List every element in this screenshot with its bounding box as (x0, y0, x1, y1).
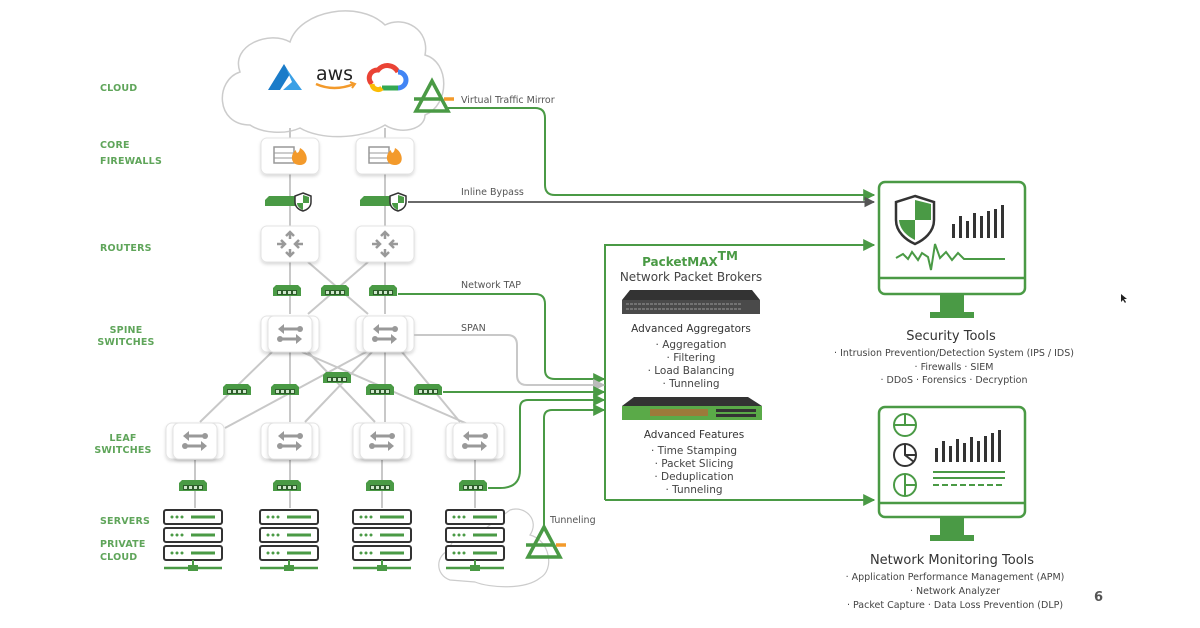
tier-label-private: PRIVATE (100, 539, 146, 550)
inline-bypass-label: Inline Bypass (461, 187, 524, 198)
tunneling-label: Tunneling (549, 515, 596, 526)
network-tap-icon (273, 285, 301, 296)
router-2 (355, 225, 415, 263)
router-1 (260, 225, 320, 263)
monitoring-tools-item: · Packet Capture · Data Loss Prevention … (847, 600, 1063, 611)
span-label: SPAN (461, 323, 486, 334)
features-item: · Tunneling (665, 484, 722, 496)
tier-label-private-cloud: CLOUD (100, 552, 137, 563)
aggregators-item: · Filtering (667, 352, 716, 364)
topology-links (194, 128, 476, 508)
leaf-switch-2 (260, 423, 320, 459)
security-tools-title: Security Tools (906, 329, 996, 344)
features-item: · Deduplication (654, 471, 733, 483)
security-tools-monitor (877, 180, 1027, 318)
shield-icon (894, 194, 936, 246)
tier-label-cloud: CLOUD (100, 83, 137, 94)
network-tap-icon (323, 372, 351, 383)
spine-switch-2 (355, 316, 415, 352)
pulse-line-icon (895, 243, 1005, 271)
network-tap-icon (366, 480, 394, 491)
tier-label-spine: SPINE (110, 325, 143, 336)
aggregators-heading: Advanced Aggregators (631, 323, 751, 335)
spine-switch-1 (260, 316, 320, 352)
bar-chart-icon (935, 430, 1001, 462)
network-tap-icon (321, 285, 349, 296)
network-tap-icon (414, 384, 442, 395)
security-tools-item: · DDoS · Forensics · Decryption (880, 375, 1027, 386)
features-heading: Advanced Features (644, 429, 744, 441)
network-tap-icon (271, 384, 299, 395)
monitoring-tools-item: · Application Performance Management (AP… (846, 572, 1065, 583)
google-cloud-logo (366, 63, 409, 93)
bypass-switch-1 (265, 192, 312, 212)
leaf-switch-1 (165, 423, 225, 459)
packetmax-subtitle: Network Packet Brokers (620, 270, 762, 284)
tier-label-leaf-switches: SWITCHES (94, 445, 151, 456)
server-rack-4 (446, 510, 504, 571)
tier-label-core: CORE (100, 140, 130, 151)
virtual-traffic-mirror-label: Virtual Traffic Mirror (461, 95, 555, 106)
aws-logo: aws (315, 63, 357, 90)
network-tap-icon (223, 384, 251, 395)
aggregators-item: · Tunneling (662, 378, 719, 390)
security-tools-item: · Intrusion Prevention/Detection System … (834, 348, 1074, 359)
leaf-switch-4 (445, 423, 505, 459)
tier-labels: CLOUD CORE FIREWALLS ROUTERS SPINE SWITC… (94, 83, 162, 563)
bypass-switch-2 (360, 192, 407, 212)
azure-logo (268, 64, 302, 90)
server-rack-3 (353, 510, 411, 571)
text-lines-icon (933, 471, 1005, 486)
network-tap-icon (459, 480, 487, 491)
svg-text:aws: aws (316, 63, 353, 85)
tier-label-leaf: LEAF (109, 433, 136, 444)
aggregators-item: · Load Balancing (648, 365, 735, 377)
network-tap-icon (369, 285, 397, 296)
aggregator-device (622, 290, 760, 314)
tier-label-firewalls: FIREWALLS (100, 156, 162, 167)
leaf-switch-3 (352, 423, 412, 459)
features-device (622, 397, 762, 420)
aggregators-item: · Aggregation (656, 339, 727, 351)
features-item: · Time Stamping (651, 445, 737, 457)
cloud-shape (221, 10, 445, 138)
packetmax-panel: PacketMAXTM Network Packet Brokers Advan… (620, 249, 762, 496)
monitoring-tools-item: · Network Analyzer (910, 586, 1000, 597)
tier-label-spine-switches: SWITCHES (97, 337, 154, 348)
pie-chart-icon (893, 413, 917, 497)
features-item: · Packet Slicing (655, 458, 734, 470)
tier-label-servers: SERVERS (100, 516, 150, 527)
network-tap-icon (273, 480, 301, 491)
network-tap-icon (179, 480, 207, 491)
connection-lines (398, 107, 876, 527)
monitoring-tools-title: Network Monitoring Tools (870, 553, 1034, 568)
monitoring-tools-monitor (877, 405, 1027, 541)
mouse-cursor-icon (1121, 294, 1127, 303)
network-tap-label: Network TAP (461, 280, 521, 291)
bar-chart-icon (952, 205, 1004, 238)
firewall-1 (260, 137, 320, 175)
packetmax-title: PacketMAXTM (642, 249, 738, 269)
server-rack-1 (164, 510, 222, 571)
page-number: 6 (1094, 590, 1103, 605)
network-tap-icon (366, 384, 394, 395)
security-tools-item: · Firewalls · SIEM (915, 362, 994, 373)
tier-label-routers: ROUTERS (100, 243, 152, 254)
firewall-2 (355, 137, 415, 175)
server-rack-2 (260, 510, 318, 571)
